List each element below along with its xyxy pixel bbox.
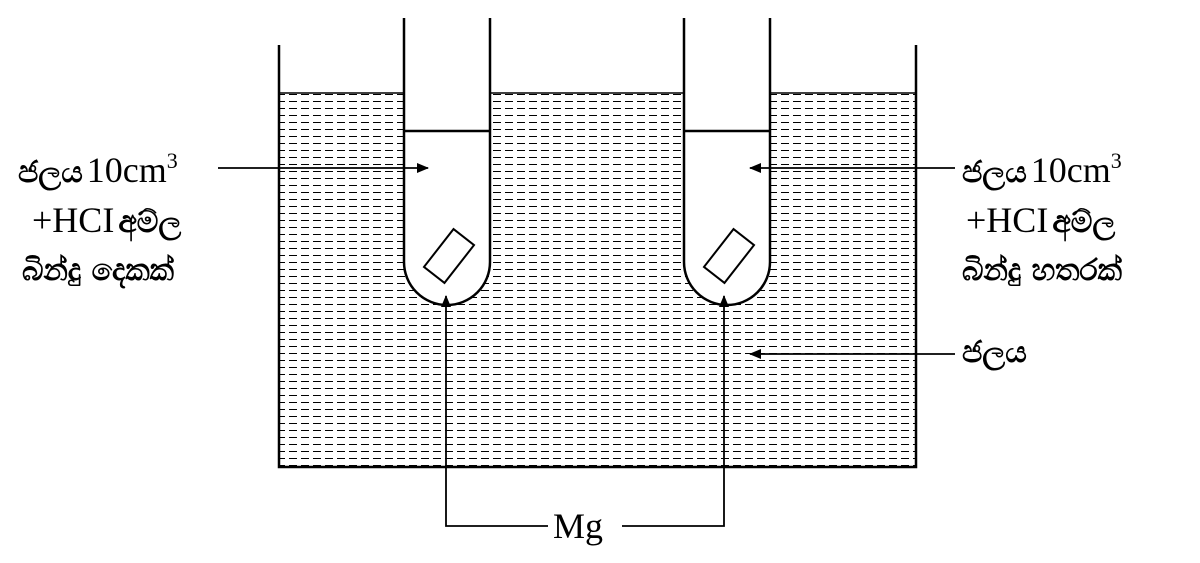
- beaker-water: [279, 93, 916, 467]
- mg-right-leader: [622, 295, 729, 527]
- right-label-line1: ජලය 10cm3: [962, 148, 1122, 190]
- left-label-line2: +HCI අම්ල: [32, 202, 181, 238]
- water-label: ජලය: [962, 335, 1027, 370]
- left-water-word: ජලය: [18, 155, 83, 190]
- left-acid-word: අම්ල: [118, 205, 182, 240]
- left-hcl: +HCI: [32, 200, 115, 240]
- right-acid-word: අම්ල: [1052, 205, 1116, 240]
- mg-left-leader: [441, 295, 548, 527]
- right-label-line3: බින්දු හතරක්: [962, 253, 1123, 288]
- right-water-word: ජලය: [962, 155, 1027, 190]
- right-hcl: +HCI: [966, 200, 1049, 240]
- right-mg-strip: [702, 227, 756, 285]
- right-test-tube-interior: [684, 18, 770, 305]
- right-volume: 10cm3: [1030, 148, 1122, 190]
- left-label-line3: බින්දු දෙකක්: [22, 253, 175, 288]
- mg-label: Mg: [553, 506, 604, 546]
- left-mg-strip: [422, 227, 476, 285]
- left-label-line1: ජලය 10cm3: [18, 148, 178, 190]
- left-test-tube-interior: [404, 18, 490, 305]
- left-volume: 10cm3: [86, 148, 178, 190]
- beaker: [277, 45, 918, 469]
- right-label-line2: +HCI අම්ල: [966, 202, 1115, 238]
